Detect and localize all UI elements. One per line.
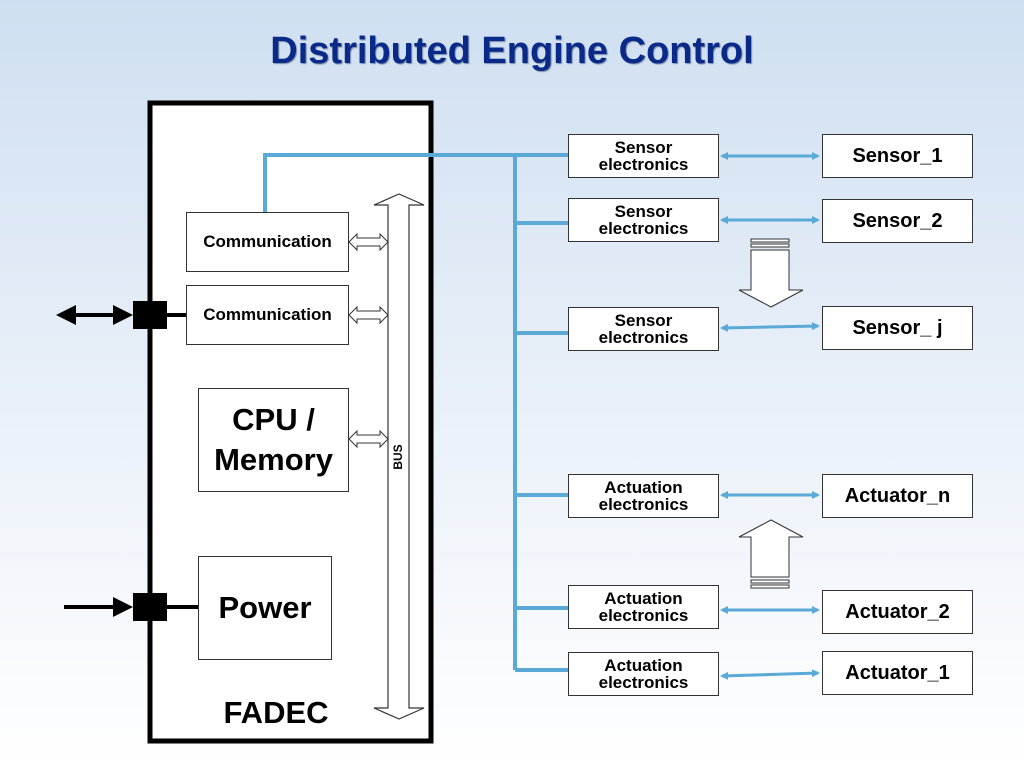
actuator-label: Actuator_1 (845, 661, 950, 684)
actuation-electronics-2: Actuation electronics (568, 585, 719, 629)
sensor-1: Sensor_1 (822, 134, 973, 178)
sensor-electronics-label: Sensor electronics (598, 311, 689, 347)
sensor-label: Sensor_ j (852, 316, 943, 339)
page-title: Distributed Engine Control (270, 30, 754, 72)
sensor-continuation-arrow (738, 238, 804, 308)
cpu-memory-label: CPU / Memory (214, 402, 333, 477)
sensor-j: Sensor_ j (822, 306, 973, 350)
actuation-electronics-label: Actuation electronics (598, 589, 689, 625)
sensor-label: Sensor_1 (852, 144, 943, 167)
communication-label-1: Communication (203, 232, 332, 251)
power-block: Power (198, 556, 332, 660)
actuator-continuation-arrow (738, 519, 804, 589)
power-label: Power (218, 590, 312, 625)
bus-connector-arrows (348, 232, 389, 449)
bus-label: BUS (391, 444, 405, 470)
actuator-2: Actuator_2 (822, 590, 973, 634)
sensor-electronics-j: Sensor electronics (568, 307, 719, 351)
sensor-2: Sensor_2 (822, 199, 973, 243)
actuator-label: Actuator_n (844, 484, 951, 507)
network-wiring (263, 153, 568, 672)
communication-block-1: Communication (186, 212, 349, 272)
actuation-electronics-1: Actuation electronics (568, 652, 719, 696)
communication-label-2: Communication (203, 305, 332, 324)
cpu-memory-block: CPU / Memory (198, 388, 349, 492)
sensor-electronics-label: Sensor electronics (598, 202, 689, 238)
sensor-label: Sensor_2 (852, 209, 943, 232)
device-links (720, 152, 820, 680)
communication-block-2: Communication (186, 285, 349, 345)
actuator-1: Actuator_1 (822, 651, 973, 695)
sensor-electronics-label: Sensor electronics (598, 138, 689, 174)
actuation-electronics-label: Actuation electronics (598, 656, 689, 692)
sensor-electronics-1: Sensor electronics (568, 134, 719, 178)
fadec-label: FADEC (223, 695, 329, 730)
io-port-power (133, 593, 167, 621)
io-port-comm (133, 301, 167, 329)
sensor-electronics-2: Sensor electronics (568, 198, 719, 242)
actuator-n: Actuator_n (822, 474, 973, 518)
actuator-label: Actuator_2 (845, 600, 950, 623)
actuation-electronics-n: Actuation electronics (568, 474, 719, 518)
bus-arrow (373, 193, 425, 720)
actuation-electronics-label: Actuation electronics (598, 478, 689, 514)
